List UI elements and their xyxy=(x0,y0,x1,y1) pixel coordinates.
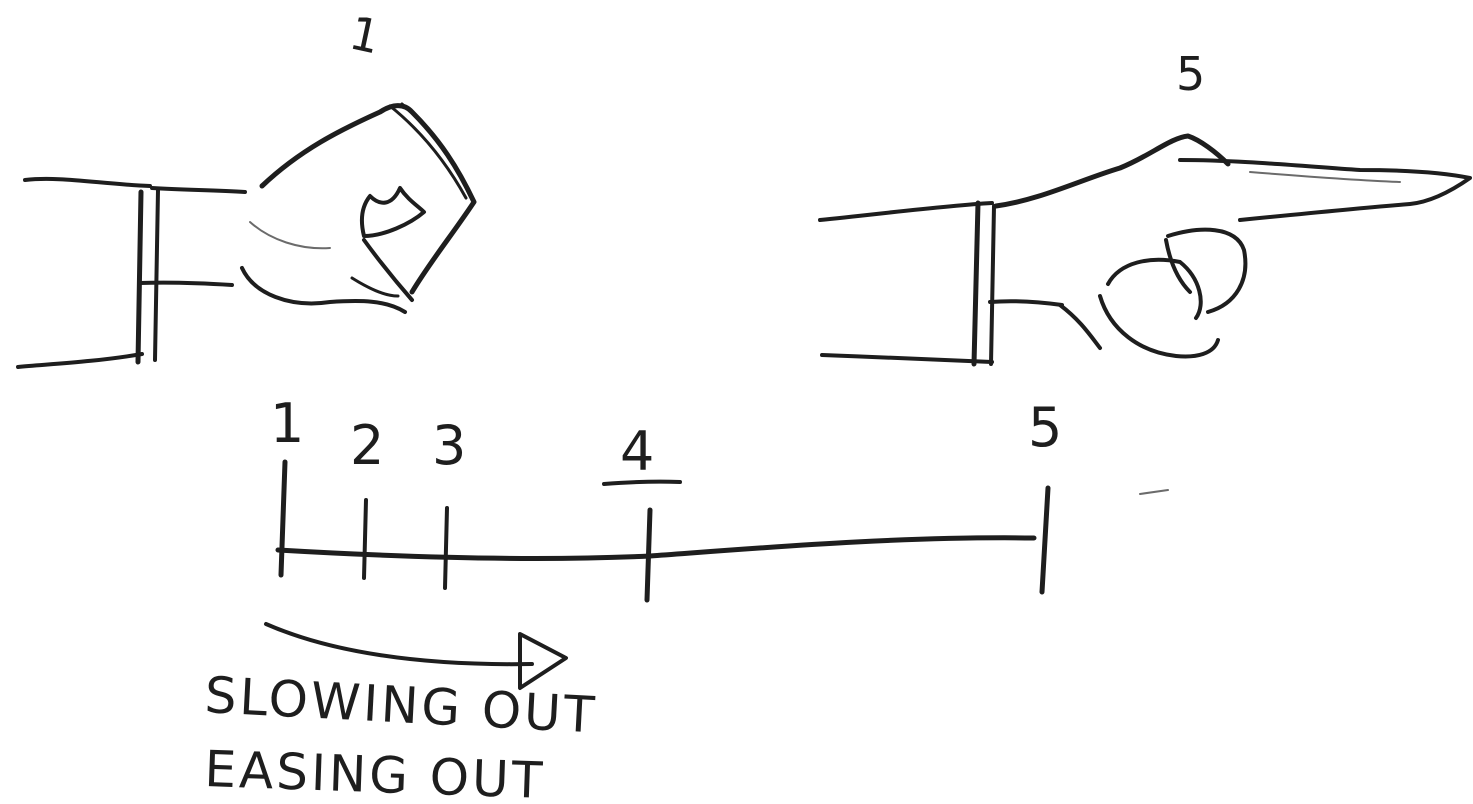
tick-mark-4 xyxy=(647,510,650,600)
tick-mark-2 xyxy=(364,500,366,578)
caption: SLOWING OUT EASING OUT xyxy=(203,666,598,804)
spacing-timeline: 1 2 3 4 5 xyxy=(270,392,1062,600)
caption-line-2: EASING OUT xyxy=(204,740,547,804)
closed-fist-icon xyxy=(18,104,474,367)
tick-label-1: 1 xyxy=(270,392,304,455)
pointing-label: 5 xyxy=(1176,47,1205,101)
pencil-smudge xyxy=(1140,490,1168,494)
caption-line-1: SLOWING OUT xyxy=(203,666,598,744)
pointing-hand-icon xyxy=(820,136,1470,364)
fist-label: 1 xyxy=(345,6,385,65)
timeline-axis xyxy=(278,538,1034,559)
tick-mark-1 xyxy=(281,462,285,575)
fist-drawing: 1 xyxy=(18,6,474,367)
tick-label-4-underline xyxy=(604,482,680,484)
tick-label-4: 4 xyxy=(620,420,654,483)
pointing-drawing: 5 xyxy=(820,47,1470,364)
tick-label-2: 2 xyxy=(350,414,384,477)
tick-mark-5 xyxy=(1042,488,1048,592)
arrow-curve xyxy=(266,624,532,664)
tick-mark-3 xyxy=(445,508,447,588)
arrow-head-icon xyxy=(520,634,566,688)
tick-label-5: 5 xyxy=(1028,396,1062,459)
tick-label-3: 3 xyxy=(432,414,466,477)
